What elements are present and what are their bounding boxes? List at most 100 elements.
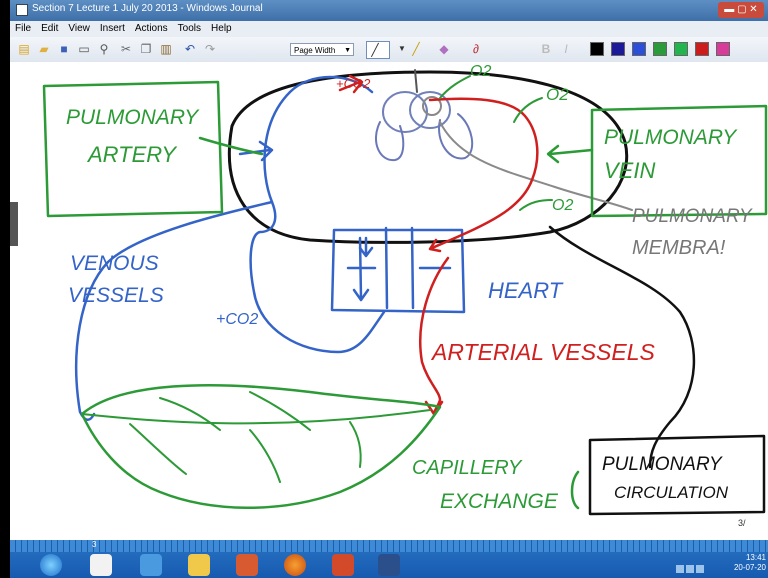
cut-button[interactable]: ✂ (118, 41, 134, 57)
eraser-icon: ◆ (436, 41, 452, 57)
capillary-vein (250, 430, 280, 482)
color-swatch[interactable] (632, 42, 646, 56)
pen-tool-button[interactable]: ╱ (366, 41, 390, 59)
lasso-button[interactable]: ∂ (468, 41, 484, 57)
pulmonary-circulation-box (590, 436, 764, 514)
italic-icon: I (558, 41, 574, 57)
color-swatch[interactable] (611, 42, 625, 56)
label-pulmonary-vein: VEIN (604, 158, 655, 183)
redo-icon: ↷ (202, 41, 218, 57)
clock-date: 20-07-20 (734, 563, 766, 573)
volume-icon (696, 565, 704, 573)
clock-time: 13:41 (734, 553, 766, 563)
label-co2: +CO2 (336, 76, 371, 91)
print-button[interactable]: ▭ (76, 41, 92, 57)
network-icon (686, 565, 694, 573)
copy-icon: ❐ (138, 41, 154, 57)
pointer-arrow (520, 200, 552, 210)
menu-insert[interactable]: Insert (95, 21, 130, 36)
journal-app-icon (16, 4, 28, 16)
heart-septum (412, 228, 413, 308)
color-swatch[interactable] (653, 42, 667, 56)
label-pulmonary-membrane: MEMBRA! (632, 237, 726, 259)
copy-button[interactable]: ❐ (138, 41, 154, 57)
bold-icon: B (538, 41, 554, 57)
journal-window: Section 7 Lecture 1 July 20 2013 - Windo… (10, 0, 768, 578)
italic-button[interactable]: I (558, 41, 574, 57)
label-o2: O2 (552, 197, 573, 214)
undo-button[interactable]: ↶ (182, 41, 198, 57)
menu-edit[interactable]: Edit (36, 21, 63, 36)
open-button[interactable]: ▰ (36, 41, 52, 57)
menu-view[interactable]: View (63, 21, 95, 36)
clock[interactable]: 13:41 20-07-20 (734, 553, 766, 573)
label-pulmonary-circulation: CIRCULATION (614, 483, 729, 502)
ie-taskbar-icon[interactable] (140, 554, 162, 576)
new-note-icon: ▤ (16, 41, 32, 57)
label-o2: O2 (546, 85, 569, 104)
menu-tools[interactable]: Tools (173, 21, 206, 36)
flag-icon (676, 565, 684, 573)
handwritten-diagram: PULMONARY ARTERY PULMONARY VEIN PULMONAR… (10, 62, 768, 540)
highlighter-icon: ╱ (408, 41, 424, 57)
pointer-arrow (548, 146, 592, 162)
capillary-bed (82, 385, 440, 508)
media-taskbar-icon[interactable] (236, 554, 258, 576)
capillary-vein (160, 398, 220, 430)
lasso-icon: ∂ (468, 41, 484, 57)
label-arterial-vessels: ARTERIAL VESSELS (430, 339, 656, 365)
label-pulmonary-artery: ARTERY (86, 142, 177, 167)
redo-button[interactable]: ↷ (202, 41, 218, 57)
page-indicator: 3 (92, 540, 96, 549)
app-taskbar-icon[interactable] (378, 554, 400, 576)
taskbar: 3 13:41 20-07-20 (10, 540, 768, 578)
eraser-button[interactable]: ◆ (436, 41, 452, 57)
label-heart: HEART (488, 278, 564, 303)
window-controls[interactable]: ▬ ▢ ✕ (718, 2, 764, 18)
folder-taskbar-icon[interactable] (188, 554, 210, 576)
heart-septum (386, 228, 387, 308)
label-venous-vessels: VENOUS (70, 252, 159, 275)
start-button-icon[interactable] (40, 554, 62, 576)
label-o2: O2 (470, 63, 491, 80)
toolbar: ▤ ▰ ■ ▭ ⚲ ✂ ❐ ▥ ↶ ↷ Page Width▼ ╱ ▼ ╱ ◆ … (10, 37, 768, 63)
journal-taskbar-icon[interactable] (90, 554, 112, 576)
color-swatch[interactable] (674, 42, 688, 56)
title-bar[interactable]: Section 7 Lecture 1 July 20 2013 - Windo… (10, 0, 768, 21)
label-co2: +CO2 (216, 311, 258, 328)
undo-icon: ↶ (182, 41, 198, 57)
powerpoint-taskbar-icon[interactable] (332, 554, 354, 576)
window-title: Section 7 Lecture 1 July 20 2013 - Windo… (32, 3, 263, 14)
label-pulmonary-vein: PULMONARY (604, 126, 738, 149)
find-button[interactable]: ⚲ (96, 41, 112, 57)
menu-actions[interactable]: Actions (130, 21, 173, 36)
label-pulmonary-membrane: PULMONARY (632, 206, 753, 227)
menu-file[interactable]: File (10, 21, 36, 36)
zoom-select[interactable]: Page Width▼ (290, 43, 354, 56)
bold-button[interactable]: B (538, 41, 554, 57)
save-button[interactable]: ■ (56, 41, 72, 57)
highlighter-button[interactable]: ╱ (408, 41, 424, 57)
paste-button[interactable]: ▥ (158, 41, 174, 57)
page-number: 3/ (738, 518, 746, 528)
page-bar[interactable]: 3 (10, 540, 768, 552)
capillary-vein (350, 422, 361, 467)
save-icon: ■ (56, 41, 72, 57)
new-note-button[interactable]: ▤ (16, 41, 32, 57)
system-tray[interactable] (676, 560, 718, 570)
arterial-path (420, 258, 448, 414)
color-swatch[interactable] (590, 42, 604, 56)
search-icon: ⚲ (96, 41, 112, 57)
capillary-vein (250, 392, 310, 430)
capillary-vein (130, 424, 186, 474)
open-folder-icon: ▰ (36, 41, 52, 57)
note-canvas[interactable]: PULMONARY ARTERY PULMONARY VEIN PULMONAR… (10, 62, 768, 540)
menu-help[interactable]: Help (206, 21, 237, 36)
zoom-value: Page Width (294, 46, 335, 55)
label-capillery-exchange: EXCHANGE (440, 490, 559, 513)
firefox-taskbar-icon[interactable] (284, 554, 306, 576)
color-swatch[interactable] (695, 42, 709, 56)
color-swatch[interactable] (716, 42, 730, 56)
capillary-bracket (572, 472, 578, 508)
print-icon: ▭ (76, 41, 92, 57)
